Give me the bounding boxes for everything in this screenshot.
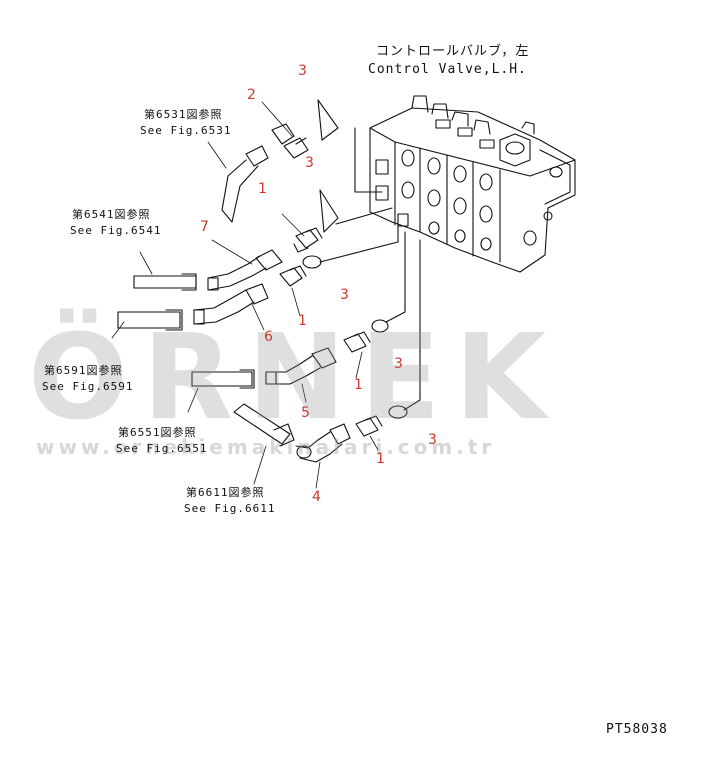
part-number: 3 <box>298 63 307 79</box>
part-number: 6 <box>264 329 273 345</box>
drawing-code: PT58038 <box>606 722 668 737</box>
hose-fig-6591 <box>117 309 183 331</box>
connector-part-1 <box>293 227 323 253</box>
part-number: 3 <box>394 356 403 372</box>
reference-en: See Fig.6611 <box>184 502 276 515</box>
reference-ja: 第6541図参照 <box>72 208 151 221</box>
part-number: 7 <box>200 219 209 235</box>
watermark-logo: ÖRNEK <box>28 308 560 446</box>
fitting-part-2 <box>271 123 309 159</box>
part-number: 3 <box>340 287 349 303</box>
hose-part-6 <box>193 283 269 325</box>
part-number: 2 <box>247 87 256 103</box>
hose-fig-6531 <box>221 145 269 223</box>
leader-line <box>335 207 393 225</box>
part-number: 3 <box>428 432 437 448</box>
reference-ja: 第6591図参照 <box>44 364 123 377</box>
o-ring <box>319 189 339 233</box>
title-japanese: コントロールバルブ，左 <box>376 44 530 59</box>
part-number: 1 <box>298 313 307 329</box>
watermark-url: www.ornekiemakinalari.com.tr <box>36 435 496 459</box>
part-number: 1 <box>258 181 267 197</box>
o-ring <box>388 405 408 419</box>
reference-ja: 第6551図参照 <box>118 426 197 439</box>
leader-line <box>385 231 406 323</box>
part-number: 1 <box>354 377 363 393</box>
part-number: 3 <box>305 155 314 171</box>
reference-en: See Fig.6541 <box>70 224 162 237</box>
leader-line <box>354 127 383 193</box>
hose-fig-6541 <box>133 273 197 291</box>
control-valve-assembly <box>369 95 576 273</box>
o-ring <box>302 255 322 269</box>
part-number: 5 <box>301 405 310 421</box>
hose-fig-6611 <box>233 403 295 447</box>
reference-ja: 第6531図参照 <box>144 108 223 121</box>
part-number: 4 <box>312 489 321 505</box>
hose-part-7 <box>207 249 283 291</box>
hose-part-5 <box>265 347 337 385</box>
hose-fig-6551 <box>191 369 255 389</box>
leader-line <box>319 219 399 263</box>
title-english: Control Valve,L.H. <box>368 62 527 77</box>
hose-part-4 <box>295 423 351 463</box>
reference-en: See Fig.6531 <box>140 124 232 137</box>
o-ring <box>371 319 389 333</box>
leader-line <box>403 239 421 411</box>
reference-en: See Fig.6591 <box>42 380 134 393</box>
reference-ja: 第6611図参照 <box>186 486 265 499</box>
part-number: 1 <box>376 451 385 467</box>
connector-part-1 <box>279 265 307 287</box>
connector-part-1 <box>355 415 383 437</box>
o-ring <box>317 99 339 141</box>
connector-part-1 <box>343 331 371 353</box>
reference-en: See Fig.6551 <box>116 442 208 455</box>
